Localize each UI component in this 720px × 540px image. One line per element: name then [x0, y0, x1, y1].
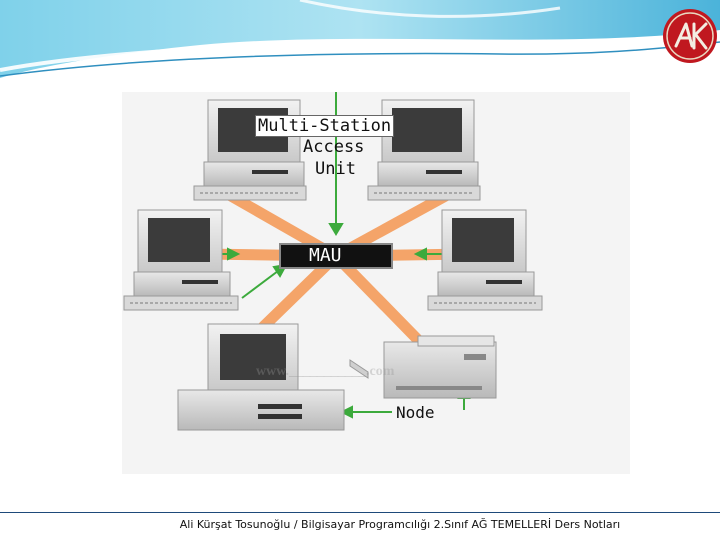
msau-label-line1: Multi-Station	[255, 115, 395, 137]
node-label: Node	[396, 403, 435, 422]
msau-label-line3: Unit	[315, 159, 356, 179]
link-bottom-right	[332, 252, 426, 348]
mau-label: MAU	[279, 243, 393, 269]
header-wave-decoration	[0, 0, 720, 78]
msau-label-line2: Access	[303, 137, 365, 157]
computer-icon	[367, 99, 481, 201]
computer-icon	[177, 323, 345, 431]
network-diagram: Multi-Station Access Unit MAU Node www._…	[122, 92, 630, 474]
arrow-to-mau-head	[328, 223, 344, 236]
printer-icon	[349, 335, 497, 399]
ak-monogram-logo-icon	[663, 9, 717, 63]
computer-icon	[427, 209, 543, 311]
computer-icon	[123, 209, 239, 311]
footer-divider	[0, 512, 720, 513]
watermark-text: www.___________.com	[256, 364, 395, 379]
footer-text: Ali Kürşat Tosunoğlu / Bilgisayar Progra…	[179, 518, 621, 531]
